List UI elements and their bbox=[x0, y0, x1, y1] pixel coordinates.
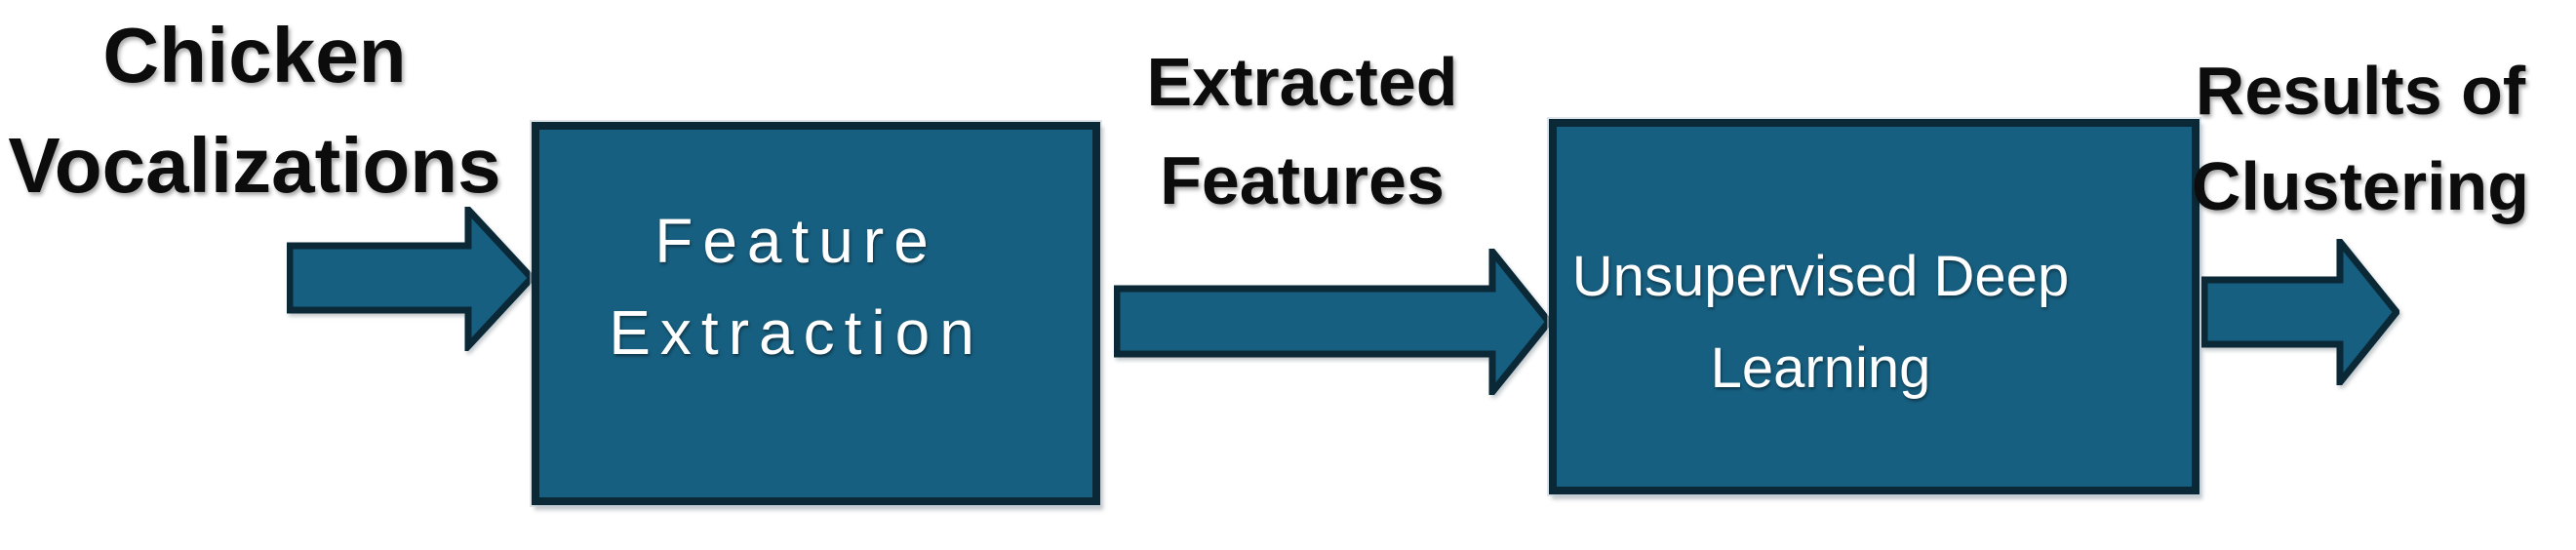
unsupervised-deep-learning-box-label: Unsupervised Deep Learning bbox=[1572, 231, 2069, 414]
feature-extraction-box: Feature Extraction bbox=[532, 122, 1100, 505]
right-arrow-icon bbox=[287, 207, 535, 351]
right-arrow-icon bbox=[1114, 249, 1552, 395]
feature-extraction-line1: Feature bbox=[654, 205, 938, 276]
output-label-line2: Clustering bbox=[2191, 148, 2530, 224]
right-arrow-icon bbox=[2201, 239, 2399, 385]
intermediate-label: Extracted Features bbox=[1107, 33, 1497, 230]
input-label-line1: Chicken bbox=[102, 12, 407, 98]
feature-extraction-line2: Extraction bbox=[609, 296, 984, 368]
feature-extraction-box-label: Feature Extraction bbox=[609, 195, 984, 378]
input-label: Chicken Vocalizations bbox=[0, 0, 509, 220]
unsupervised-deep-learning-line1: Unsupervised Deep bbox=[1571, 244, 2070, 308]
intermediate-label-line1: Extracted bbox=[1146, 44, 1458, 120]
unsupervised-deep-learning-box: Unsupervised Deep Learning bbox=[1549, 119, 2200, 494]
output-label: Results of Clustering bbox=[2165, 43, 2556, 234]
unsupervised-deep-learning-line2: Learning bbox=[1710, 335, 1931, 400]
input-label-line2: Vocalizations bbox=[8, 122, 501, 209]
output-label-line1: Results of bbox=[2195, 53, 2526, 129]
intermediate-label-line2: Features bbox=[1160, 142, 1445, 218]
